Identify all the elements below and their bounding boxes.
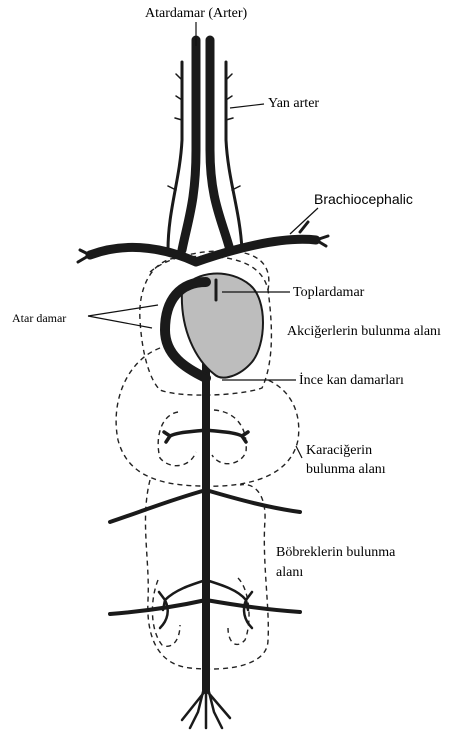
leader-karaciger [296,446,302,458]
brachiocephalic-fill [90,239,316,262]
label-karaciger-line2: bulunma alanı [306,462,386,478]
label-toplardamar: Toplardamar [293,285,364,301]
label-atar-damar: Atar damar [12,310,66,326]
label-bobrek-line1: Böbreklerin bulunma [276,545,395,561]
leader-brachio [290,208,318,234]
leader-yan-arter [230,104,264,108]
label-yan-arter: Yan arter [268,96,319,112]
liver-inner-left [158,412,196,466]
side-artery-right [226,62,242,250]
label-bobrek-line2: alanı [276,565,303,581]
side-artery-left [168,62,182,250]
vessels [78,40,328,728]
tail-vessels [182,680,230,728]
heart [182,274,263,378]
kidney-inner-left [152,580,180,646]
label-karaciger-line1: Karaciğerin [306,443,372,459]
label-atardamar-arter: Atardamar (Arter) [145,6,247,22]
label-brachiocephalic: Brachiocephalic [314,191,413,207]
label-akciger-area: Akciğerlerin bulunma alanı [287,324,441,340]
leader-atar-damar-2 [88,316,152,328]
label-ince-kan-damarlari: İnce kan damarları [299,373,404,389]
leader-atar-damar-1 [88,305,158,316]
carotid-left-fill [182,40,196,250]
